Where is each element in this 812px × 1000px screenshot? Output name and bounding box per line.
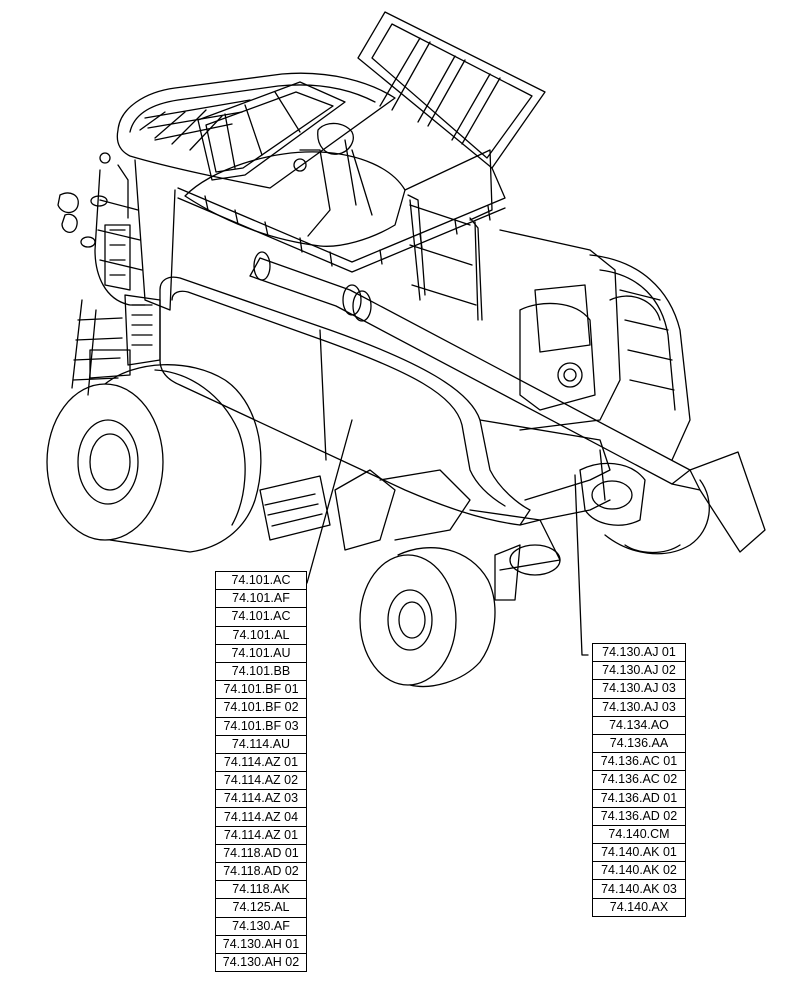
- right-ref-row: 74.134.AO: [592, 715, 686, 735]
- left-ref-cell: 74.114.AZ 02: [215, 771, 307, 791]
- left-ref-row: 74.114.AZ 04: [215, 807, 307, 827]
- left-ref-row: 74.118.AD 01: [215, 843, 307, 864]
- right-ref-cell: 74.136.AD 01: [592, 788, 686, 808]
- right-ref-row: 74.130.AJ 01: [592, 642, 686, 663]
- grain-tank-front-lid: [197, 81, 346, 181]
- left-ref-cell: 74.101.AC: [215, 570, 307, 591]
- grain-tank-rear-lid: [357, 11, 546, 169]
- left-ref-cell: 74.101.BF 02: [215, 698, 307, 718]
- right-ref-cell: 74.130.AJ 03: [592, 679, 686, 699]
- right-ref-cell: 74.134.AO: [592, 715, 686, 735]
- right-ref-cell: 74.136.AD 02: [592, 806, 686, 826]
- left-ref-cell: 74.130.AF: [215, 916, 307, 936]
- right-ref-cell: 74.136.AA: [592, 733, 686, 754]
- left-ref-cell: 74.101.AC: [215, 607, 307, 627]
- right-ref-row: 74.140.AK 03: [592, 879, 686, 899]
- right-ref-row: 74.130.AJ 02: [592, 661, 686, 681]
- left-ref-cell: 74.130.AH 01: [215, 934, 307, 954]
- left-ref-cell: 74.101.AF: [215, 589, 307, 609]
- left-ref-cell: 74.101.BF 01: [215, 680, 307, 700]
- left-ref-row: 74.101.BB: [215, 661, 307, 682]
- left-ref-cell: 74.118.AD 01: [215, 843, 307, 864]
- rear-wheel: [359, 547, 496, 688]
- access-ladder: [71, 294, 161, 396]
- cab-roof: [116, 72, 396, 189]
- right-ref-cell: 74.140.CM: [592, 824, 686, 845]
- left-ref-cell: 74.125.AL: [215, 898, 307, 918]
- right-ref-row: 74.130.AJ 03: [592, 697, 686, 717]
- left-ref-row: 74.101.BF 03: [215, 716, 307, 736]
- left-ref-row: 74.101.AU: [215, 643, 307, 663]
- right-ref-row: 74.136.AD 02: [592, 806, 686, 826]
- left-ref-row: 74.118.AD 02: [215, 861, 307, 882]
- side-body-panel: [159, 276, 611, 526]
- left-ref-row: 74.114.AZ 01: [215, 825, 307, 845]
- left-ref-cell: 74.101.BF 03: [215, 716, 307, 736]
- left-ref-row: 74.101.AC: [215, 570, 307, 591]
- right-ref-row: 74.136.AC 02: [592, 770, 686, 790]
- left-ref-cell: 74.101.BB: [215, 661, 307, 682]
- left-ref-cell: 74.130.AH 02: [215, 952, 307, 973]
- front-wheel: [46, 364, 262, 553]
- right-ref-cell: 74.130.AJ 02: [592, 661, 686, 681]
- right-ref-row: 74.140.AK 01: [592, 843, 686, 863]
- left-ref-cell: 74.118.AD 02: [215, 861, 307, 882]
- left-ref-cell: 74.114.AU: [215, 734, 307, 754]
- grain-tank-interior: [184, 122, 493, 247]
- right-ref-cell: 74.140.AK 01: [592, 843, 686, 863]
- left-ref-row: 74.114.AZ 01: [215, 752, 307, 773]
- left-ref-cell: 74.101.AU: [215, 643, 307, 663]
- leader-lines: [306, 419, 589, 656]
- left-ref-row: 74.101.AC: [215, 607, 307, 627]
- left-ref-row: 74.130.AF: [215, 916, 307, 936]
- left-ref-row: 74.101.AL: [215, 625, 307, 645]
- right-ref-row: 74.140.AX: [592, 897, 686, 917]
- left-ref-row: 74.125.AL: [215, 898, 307, 918]
- right-ref-row: 74.140.AK 02: [592, 861, 686, 881]
- right-ref-cell: 74.140.AK 02: [592, 861, 686, 881]
- right-ref-cell: 74.136.AC 01: [592, 752, 686, 772]
- left-ref-row: 74.101.BF 01: [215, 680, 307, 700]
- left-ref-cell: 74.114.AZ 01: [215, 752, 307, 773]
- cab-body: [57, 152, 176, 311]
- right-ref-row: 74.136.AA: [592, 733, 686, 754]
- right-ref-row: 74.136.AD 01: [592, 788, 686, 808]
- left-ref-row: 74.114.AU: [215, 734, 307, 754]
- left-ref-row: 74.101.BF 02: [215, 698, 307, 718]
- left-ref-cell: 74.118.AK: [215, 880, 307, 900]
- unloading-auger: [249, 251, 766, 553]
- left-ref-cell: 74.114.AZ 04: [215, 807, 307, 827]
- right-ref-cell: 74.140.AK 03: [592, 879, 686, 899]
- right-ref-cell: 74.136.AC 02: [592, 770, 686, 790]
- left-ref-cell: 74.101.AL: [215, 625, 307, 645]
- left-ref-row: 74.101.AF: [215, 589, 307, 609]
- rear-right-wheel: [604, 479, 710, 555]
- rear-axle: [259, 449, 646, 601]
- right-ref-cell: 74.130.AJ 03: [592, 697, 686, 717]
- right-ref-cell: 74.130.AJ 01: [592, 642, 686, 663]
- engine-compartment: [407, 194, 691, 461]
- left-ref-row: 74.114.AZ 03: [215, 789, 307, 809]
- left-ref-cell: 74.114.AZ 01: [215, 825, 307, 845]
- right-ref-row: 74.130.AJ 03: [592, 679, 686, 699]
- right-ref-row: 74.140.CM: [592, 824, 686, 845]
- left-ref-cell: 74.114.AZ 03: [215, 789, 307, 809]
- left-ref-row: 74.118.AK: [215, 880, 307, 900]
- right-ref-cell: 74.140.AX: [592, 897, 686, 917]
- right-ref-row: 74.136.AC 01: [592, 752, 686, 772]
- left-ref-row: 74.130.AH 02: [215, 952, 307, 973]
- left-ref-row: 74.130.AH 01: [215, 934, 307, 954]
- left-ref-row: 74.114.AZ 02: [215, 771, 307, 791]
